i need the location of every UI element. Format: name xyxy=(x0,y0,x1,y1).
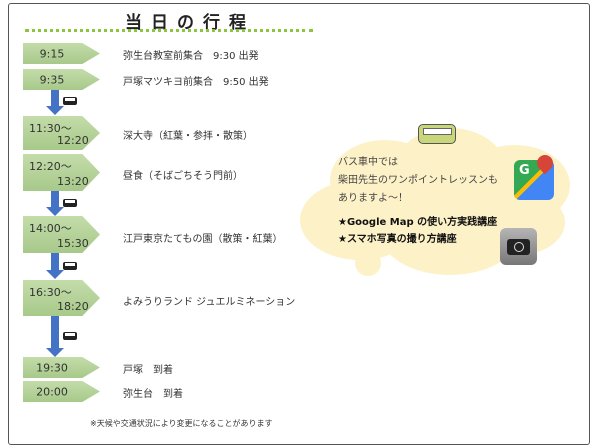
schedule-item: 深大寺（紅葉・参拝・散策） xyxy=(123,131,253,142)
bus-icon xyxy=(63,199,77,207)
schedule-item: 江戸東京たてもの園（散策・紅葉） xyxy=(123,234,283,245)
course-item: ★スマホ写真の撮り方講座 xyxy=(338,234,457,245)
bus-icon xyxy=(63,262,77,270)
down-arrow-icon xyxy=(46,253,64,279)
time-box: 9:35 xyxy=(23,69,100,90)
google-maps-icon: G xyxy=(514,151,557,200)
bus-icon xyxy=(63,332,77,340)
time: 19:30 xyxy=(36,361,68,374)
camera-icon xyxy=(500,228,537,265)
schedule-item: 弥生台 到着 xyxy=(123,389,183,400)
start-time: 14:00〜 xyxy=(29,222,72,235)
start-time: 11:30〜 xyxy=(29,122,72,135)
end-time: 18:20 xyxy=(57,300,89,313)
time-box: 12:20〜 13:20 xyxy=(23,154,100,191)
page-title: 当日の行程 xyxy=(125,13,255,33)
bus-illustration-icon xyxy=(418,124,456,144)
schedule-item: 戸塚 到着 xyxy=(123,365,173,376)
down-arrow-icon xyxy=(46,191,64,216)
schedule-item: 戸塚マツキヨ前集合 9:50 出発 xyxy=(123,77,269,88)
end-time: 15:30 xyxy=(57,237,89,250)
time: 9:35 xyxy=(39,73,65,86)
bus-icon xyxy=(63,97,77,105)
end-time: 12:20 xyxy=(57,134,89,147)
schedule-item: 弥生台教室前集合 9:30 出発 xyxy=(123,51,259,62)
time: 9:15 xyxy=(39,47,65,60)
time-box: 19:30 xyxy=(23,357,100,378)
time-box: 9:15 xyxy=(23,43,100,64)
end-time: 13:20 xyxy=(57,175,89,188)
time-box: 14:00〜 15:30 xyxy=(23,216,100,253)
time-box: 16:30〜18:20 xyxy=(23,280,100,316)
footnote: ※天候や交通状況により変更になることがあります xyxy=(90,419,273,428)
schedule-item: よみうりランド ジュエルミネーション xyxy=(123,297,296,308)
schedule-item: 昼食（そばごちそう門前） xyxy=(123,171,243,182)
time: 20:00 xyxy=(36,385,68,398)
bubble-text: バス車中では xyxy=(338,157,398,168)
down-arrow-icon xyxy=(46,316,64,357)
down-arrow-icon xyxy=(46,90,64,115)
time-box: 11:30〜12:20 xyxy=(23,116,100,150)
bubble-text: ありますよ〜！ xyxy=(338,193,408,204)
course-item: ★Google Map の使い方実践講座 xyxy=(338,217,498,228)
start-time: 12:20〜 xyxy=(29,160,72,173)
dotted-divider xyxy=(25,29,313,32)
start-time: 16:30〜 xyxy=(29,286,72,299)
time-box: 20:00 xyxy=(23,381,100,402)
bubble-text: 柴田先生のワンポイントレッスンも xyxy=(338,175,498,186)
page-frame xyxy=(8,3,590,445)
